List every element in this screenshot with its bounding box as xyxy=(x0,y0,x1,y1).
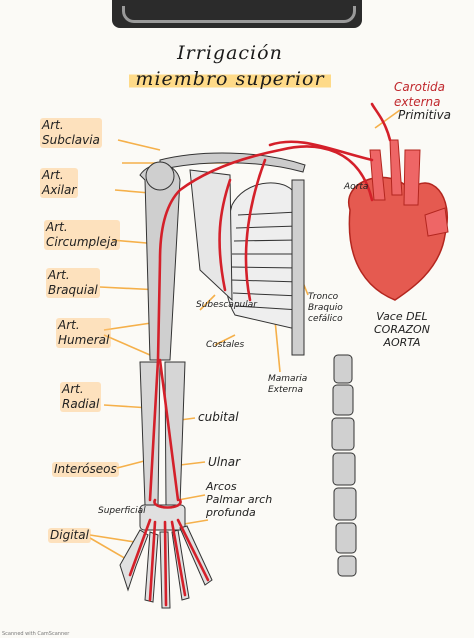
arteries xyxy=(128,102,392,607)
label-tronco: Tronco Braquio cefálico xyxy=(308,292,343,324)
label-braquial: Art. Braquial xyxy=(46,268,100,298)
scanner-footer: Scanned with CamScanner xyxy=(2,631,70,637)
label-digital: Digital xyxy=(48,528,91,543)
label-cubital: cubital xyxy=(198,410,239,424)
clipboard-clip xyxy=(112,0,362,28)
title-line-2: miembro superior xyxy=(110,66,350,92)
title-line-1: Irrigación xyxy=(177,42,283,64)
spine xyxy=(331,354,357,577)
ribcage xyxy=(223,179,305,356)
label-ulnar: Ulnar xyxy=(208,455,241,469)
label-circumpleja: Art. Circumpleja xyxy=(44,220,120,250)
label-heart: Vace DEL CORAZON AORTA xyxy=(374,310,430,349)
diagram-title: Irrigación miembro superior xyxy=(110,40,350,120)
label-radial: Art. Radial xyxy=(60,382,102,412)
label-humeral: Art. Humeral xyxy=(56,318,112,348)
label-costales: Costales xyxy=(206,340,245,350)
label-axilar: Art. Axilar xyxy=(40,168,79,198)
title-line-2-text: miembro superior xyxy=(129,68,331,90)
label-interoseos: Interóseos xyxy=(52,462,119,477)
heart xyxy=(347,139,449,301)
label-carotida: Carotida externa xyxy=(394,80,446,109)
label-subescapular: Subescapular xyxy=(196,300,257,310)
label-mamaria: Mamaria Externa xyxy=(268,374,308,395)
label-subclavia: Art. Subclavia xyxy=(40,118,102,148)
label-aorta: Aorta xyxy=(344,182,369,192)
label-superficial: Superficial xyxy=(98,506,146,516)
label-arcos: Arcos Palmar arch profunda xyxy=(206,480,273,519)
label-primitiva: Primitiva xyxy=(398,108,452,122)
humeral-head xyxy=(145,161,175,191)
clipboard-wire xyxy=(122,6,356,23)
